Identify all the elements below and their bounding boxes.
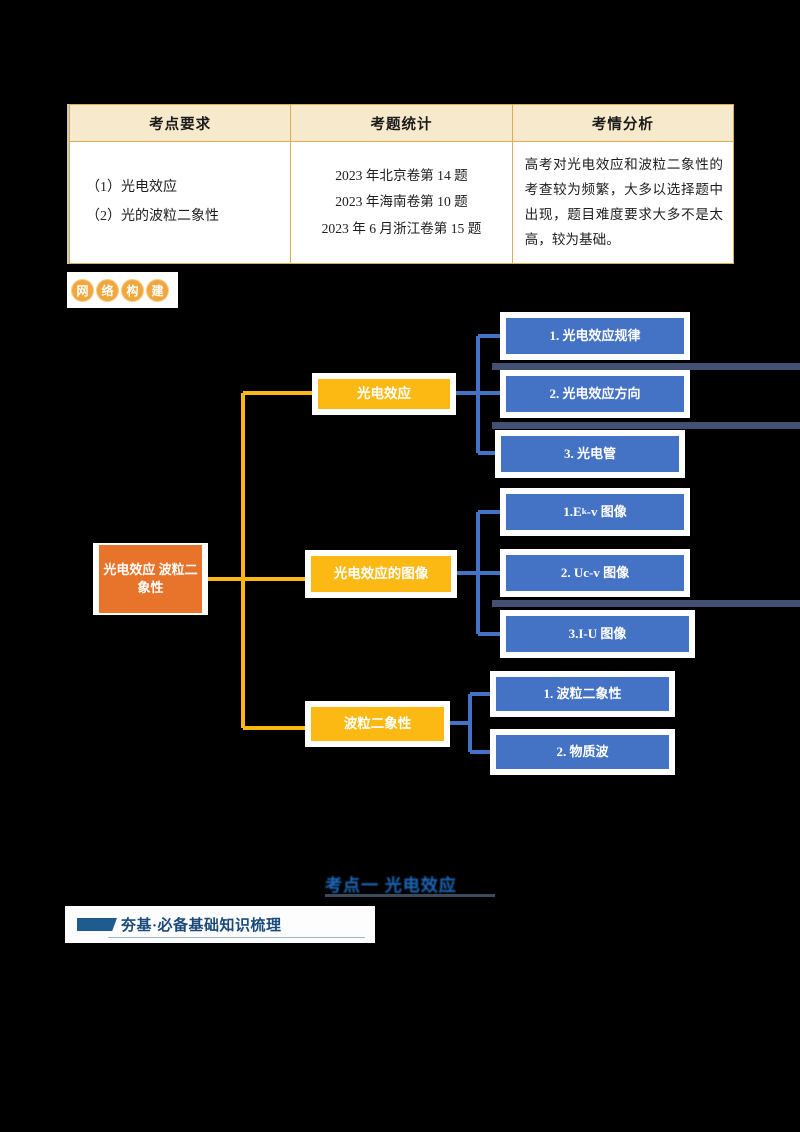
mindmap-branch-label: 波粒二象性 [311, 707, 444, 741]
parallelogram-icon [77, 918, 117, 931]
badge-char-circle: 网 [71, 278, 94, 302]
statistic-item: 2023 年北京卷第 14 题 [335, 167, 468, 183]
mindmap-branch-photoelectric[interactable]: 光电效应 [312, 373, 456, 415]
mindmap-branch-graphs[interactable]: 光电效应的图像 [305, 550, 457, 598]
table-header-requirements: 考点要求 [68, 104, 292, 142]
kaodian-section-title: 考点一 光电效应 [325, 876, 457, 895]
ek-subscript: k [581, 506, 587, 517]
mindmap-leaf-label: 2. 物质波 [496, 735, 669, 769]
mindmap-leaf-label: 2. Uc-v 图像 [506, 555, 684, 591]
badge-char-circle: 构 [121, 278, 144, 302]
exam-info-table: 考点要求 考题统计 考情分析 （1）光电效应 （2）光的波粒二象性 2023 年… [68, 104, 735, 264]
hangji-section-title: 夯基·必备基础知识梳理 [121, 918, 282, 934]
mindmap-leaf-i-u-graph[interactable]: 3.I-U 图像 [500, 610, 695, 658]
kaodian-title-underline [325, 894, 495, 897]
requirement-item: （1）光电效应 [86, 179, 177, 195]
decorative-shadow-bar [492, 363, 800, 370]
mindmap-root-label: 光电效应 波粒二象性 [99, 545, 202, 613]
decorative-shadow-bar [492, 422, 800, 429]
statistic-item: 2023 年海南卷第 10 题 [335, 194, 468, 210]
statistic-item: 2023 年 6 月浙江卷第 15 题 [321, 220, 482, 236]
mindmap-leaf-label: 1. 光电效应规律 [506, 318, 684, 354]
hangji-title-underline [108, 937, 365, 938]
mindmap-leaf-uc-v-graph[interactable]: 2. Uc-v 图像 [500, 549, 690, 597]
badge-char-circle: 建 [146, 278, 169, 302]
table-header-statistics: 考题统计 [290, 104, 513, 142]
mindmap-leaf-photoelectric-direction[interactable]: 2. 光电效应方向 [500, 370, 690, 418]
cell-requirements: （1）光电效应 （2）光的波粒二象性 [68, 141, 292, 264]
mindmap-leaf-label: 3. 光电管 [501, 436, 679, 472]
decorative-shadow-bar [492, 600, 800, 607]
mindmap-leaf-matter-wave[interactable]: 2. 物质波 [490, 729, 675, 775]
analysis-text: 高考对光电效应和波粒二象性的考查较为频繁，大多以选择题中出现，题目难度要求大多不… [524, 157, 723, 248]
badge-char-circle: 络 [96, 278, 119, 302]
mindmap-branch-duality[interactable]: 波粒二象性 [305, 701, 450, 747]
ek-prefix: 1.E [563, 504, 582, 520]
mindmap-leaf-phototube[interactable]: 3. 光电管 [495, 430, 685, 478]
ek-suffix: -v 图像 [586, 504, 627, 520]
hangji-section-header: 夯基·必备基础知识梳理 [65, 906, 375, 943]
table-row: （1）光电效应 （2）光的波粒二象性 2023 年北京卷第 14 题 2023 … [68, 141, 735, 264]
mindmap-leaf-photoelectric-law[interactable]: 1. 光电效应规律 [500, 312, 690, 360]
mindmap-branch-label: 光电效应 [318, 379, 450, 409]
mindmap-diagram: 光电效应 波粒二象性 光电效应 光电效应的图像 波粒二象性 1. 光电效应规律 … [0, 300, 800, 800]
mindmap-leaf-wave-particle-duality[interactable]: 1. 波粒二象性 [490, 671, 675, 717]
network-structure-badge: 网 络 构 建 [67, 272, 178, 308]
exam-info-table-container: 考点要求 考题统计 考情分析 （1）光电效应 （2）光的波粒二象性 2023 年… [67, 104, 735, 264]
table-header-analysis: 考情分析 [511, 104, 735, 142]
requirement-item: （2）光的波粒二象性 [86, 209, 219, 225]
cell-statistics: 2023 年北京卷第 14 题 2023 年海南卷第 10 题 2023 年 6… [290, 141, 513, 264]
mindmap-leaf-label: 2. 光电效应方向 [506, 376, 684, 412]
mindmap-leaf-label: 1. 波粒二象性 [496, 677, 669, 711]
cell-analysis: 高考对光电效应和波粒二象性的考查较为频繁，大多以选择题中出现，题目难度要求大多不… [511, 141, 735, 264]
mindmap-leaf-label: 3.I-U 图像 [506, 616, 689, 652]
mindmap-root-node[interactable]: 光电效应 波粒二象性 [93, 543, 208, 615]
table-header-row: 考点要求 考题统计 考情分析 [68, 104, 735, 142]
mindmap-branch-label: 光电效应的图像 [311, 556, 451, 592]
